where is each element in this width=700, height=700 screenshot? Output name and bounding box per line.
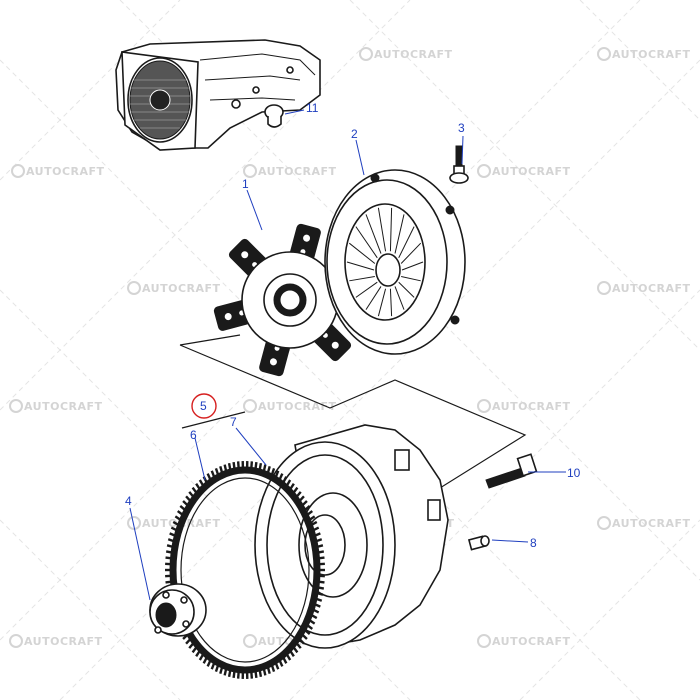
watermark-logo: AUTOCRAFT	[477, 399, 571, 413]
callout-2[interactable]: 2	[351, 127, 358, 141]
callout-1[interactable]: 1	[242, 177, 249, 191]
watermark-logo: AUTOCRAFT	[359, 47, 453, 61]
watermark-text: AUTOCRAFT	[612, 517, 691, 530]
clutch-disc	[213, 223, 367, 377]
watermark-logo: AUTOCRAFT	[11, 164, 105, 178]
watermark-logo: AUTOCRAFT	[243, 164, 337, 178]
watermark-text: AUTOCRAFT	[492, 165, 571, 178]
watermark-text: AUTOCRAFT	[612, 282, 691, 295]
callout-5-highlight	[191, 393, 217, 419]
dowel	[467, 535, 490, 551]
watermark-text: AUTOCRAFT	[492, 635, 571, 648]
watermark-text: AUTOCRAFT	[142, 282, 221, 295]
flywheel-hub	[149, 583, 207, 637]
callout-5[interactable]: 5	[200, 399, 207, 413]
watermark-text: AUTOCRAFT	[258, 165, 337, 178]
plug	[264, 104, 284, 128]
callout-11[interactable]: 11	[306, 101, 319, 115]
callout-7[interactable]: 7	[230, 415, 237, 429]
watermark-text: AUTOCRAFT	[258, 400, 337, 413]
watermark-logo: AUTOCRAFT	[477, 634, 571, 648]
watermark-logo: AUTOCRAFT	[9, 634, 103, 648]
callout-10[interactable]: 10	[567, 466, 581, 480]
watermark-logo: AUTOCRAFT	[243, 399, 337, 413]
callout-8[interactable]: 8	[530, 536, 537, 550]
watermark-text: AUTOCRAFT	[26, 165, 105, 178]
callouts: 1 2 3 4 5 6 7 8 10 11	[125, 101, 581, 550]
watermark-logo: AUTOCRAFT	[597, 516, 691, 530]
bolt	[449, 145, 469, 184]
long-bolt	[485, 453, 538, 489]
watermark-logo: AUTOCRAFT	[127, 281, 221, 295]
watermark-logo: AUTOCRAFT	[477, 164, 571, 178]
callout-4[interactable]: 4	[125, 494, 132, 508]
flywheel-housing	[254, 424, 449, 649]
watermark-logo: AUTOCRAFT	[597, 281, 691, 295]
leader-lines	[129, 109, 566, 601]
watermark-text: AUTOCRAFT	[374, 48, 453, 61]
watermark-text: AUTOCRAFT	[492, 400, 571, 413]
watermark-logo: AUTOCRAFT	[597, 47, 691, 61]
watermark-text: AUTOCRAFT	[612, 48, 691, 61]
callout-3[interactable]: 3	[458, 121, 465, 135]
watermark-text: AUTOCRAFT	[24, 400, 103, 413]
watermark-logo: AUTOCRAFT	[9, 399, 103, 413]
watermark-text: AUTOCRAFT	[24, 635, 103, 648]
callout-6[interactable]: 6	[190, 428, 197, 442]
pressure-plate	[324, 169, 466, 355]
gearbox-housing	[115, 39, 321, 151]
